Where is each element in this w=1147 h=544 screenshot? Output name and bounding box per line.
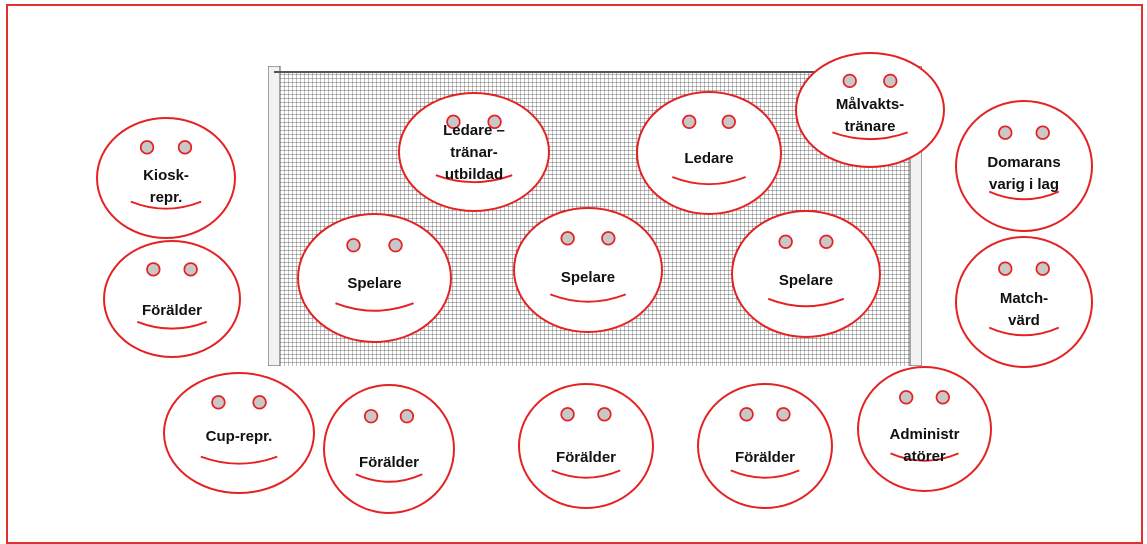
smile-mouth — [672, 177, 745, 184]
eye-left — [147, 263, 160, 276]
eye-left — [365, 410, 378, 423]
smile-mouth — [201, 457, 277, 464]
smiley-icon — [699, 385, 831, 507]
eye-left — [779, 235, 792, 248]
role-face-ledare: Ledare — [636, 91, 782, 215]
role-face-admin: Administr atörer — [857, 366, 992, 492]
role-face-spelare-3: Spelare — [731, 210, 881, 338]
eye-right — [884, 75, 897, 88]
eye-right — [777, 408, 790, 421]
eye-left — [740, 408, 753, 421]
role-label: Spelare — [515, 267, 661, 289]
eye-left — [347, 239, 360, 252]
smile-mouth — [768, 299, 844, 306]
role-face-ledare-utb: Ledare – tränar- utbildad — [398, 92, 550, 212]
role-label: Ledare — [638, 148, 780, 170]
eye-right — [253, 396, 266, 409]
role-face-domare: Domarans varig i lag — [955, 100, 1093, 232]
eye-left — [141, 141, 154, 154]
eye-right — [389, 239, 402, 252]
eye-right — [820, 235, 833, 248]
role-face-spelare-2: Spelare — [513, 207, 663, 333]
eye-left — [843, 75, 856, 88]
role-face-kiosk: Kiosk- repr. — [96, 117, 236, 239]
role-label: Ledare – tränar- utbildad — [400, 120, 548, 186]
eye-right — [401, 410, 414, 423]
role-label: Förälder — [105, 300, 239, 322]
smile-mouth — [552, 470, 620, 477]
role-label: Kiosk- repr. — [98, 165, 234, 209]
smile-mouth — [137, 322, 206, 329]
eye-right — [598, 408, 611, 421]
role-face-malvakt: Målvakts- tränare — [795, 52, 945, 168]
goal-left-post — [268, 66, 280, 366]
eye-right — [184, 263, 197, 276]
eye-right — [722, 116, 735, 129]
eye-right — [1036, 126, 1049, 139]
role-label: Spelare — [299, 273, 450, 295]
role-face-forelder-b3: Förälder — [697, 383, 833, 509]
smiley-icon — [520, 385, 652, 507]
role-face-forelder-left: Förälder — [103, 240, 241, 358]
role-label: Domarans varig i lag — [957, 152, 1091, 196]
eye-left — [561, 408, 574, 421]
smile-mouth — [550, 294, 626, 301]
role-label: Förälder — [520, 447, 652, 469]
role-face-forelder-b2: Förälder — [518, 383, 654, 509]
eye-right — [937, 391, 950, 404]
role-label: Administr atörer — [859, 424, 990, 468]
role-label: Förälder — [325, 452, 453, 474]
role-label: Cup-repr. — [165, 426, 313, 448]
role-label: Förälder — [699, 447, 831, 469]
role-face-spelare-1: Spelare — [297, 213, 452, 343]
eye-left — [561, 232, 574, 245]
eye-left — [900, 391, 913, 404]
eye-right — [602, 232, 615, 245]
role-label: Spelare — [733, 270, 879, 292]
eye-left — [212, 396, 225, 409]
smile-mouth — [335, 303, 413, 311]
eye-right — [1036, 262, 1049, 275]
eye-right — [179, 141, 192, 154]
smiley-icon — [105, 242, 239, 356]
role-label: Målvakts- tränare — [797, 94, 943, 138]
role-face-forelder-b1: Förälder — [323, 384, 455, 514]
role-face-cup: Cup-repr. — [163, 372, 315, 494]
smile-mouth — [731, 470, 799, 477]
smile-mouth — [356, 474, 423, 482]
smiley-icon — [325, 386, 453, 512]
role-label: Match- värd — [957, 288, 1091, 332]
role-face-matchvard: Match- värd — [955, 236, 1093, 368]
eye-left — [999, 262, 1012, 275]
eye-left — [999, 126, 1012, 139]
eye-left — [683, 116, 696, 129]
